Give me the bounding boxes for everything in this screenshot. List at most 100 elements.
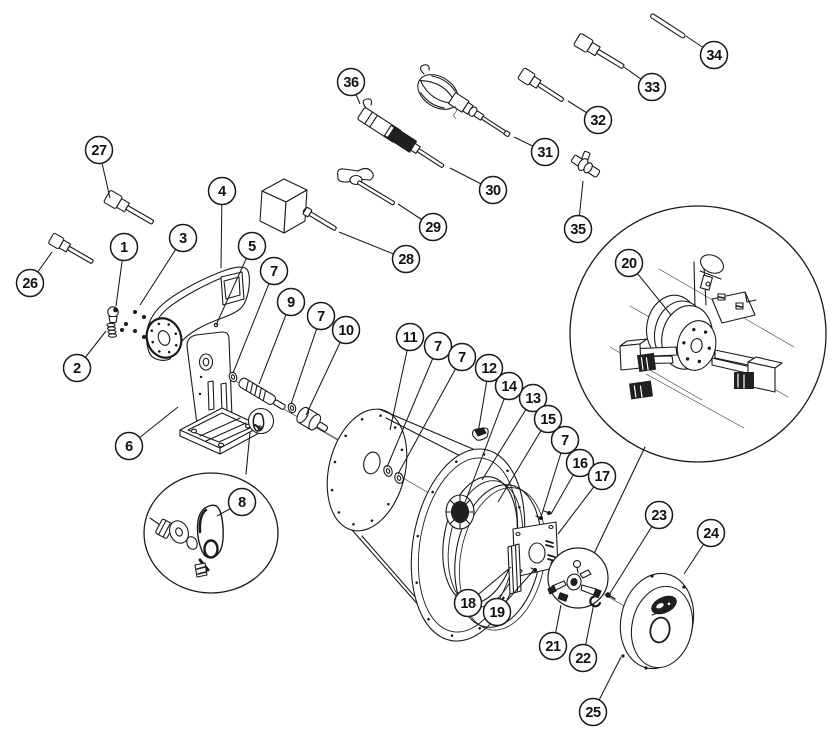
callout-circle-24 [696, 518, 726, 548]
callout-circle-13 [518, 383, 548, 413]
leader-line-23 [608, 514, 660, 596]
callout-30: 30 [478, 175, 508, 205]
callout-31: 31 [530, 137, 560, 167]
callout-circle-23 [644, 500, 674, 530]
callout-10: 10 [331, 315, 361, 345]
callout-number-5: 5 [248, 239, 256, 255]
callout-circle-5 [237, 231, 267, 261]
fitting-32 [517, 67, 564, 102]
callout-circle-2 [62, 353, 92, 383]
callout-circle-16 [565, 448, 595, 478]
callout-circle-15 [533, 404, 563, 434]
callout-number-25: 25 [585, 705, 601, 721]
callout-circle-8 [227, 487, 257, 517]
callout-23: 23 [644, 500, 674, 530]
callout-32: 32 [583, 105, 613, 135]
callout-number-33: 33 [644, 80, 660, 96]
washer [287, 402, 297, 414]
callout-number-11: 11 [403, 330, 418, 346]
callout-number-26: 26 [22, 276, 38, 292]
callout-circle-27 [84, 135, 114, 165]
callout-circle-7 [259, 256, 289, 286]
callout-25: 25 [578, 697, 608, 727]
callout-number-3: 3 [179, 231, 187, 247]
callout-36: 36 [336, 67, 366, 97]
washer [394, 472, 404, 484]
callout-number-2: 2 [73, 361, 81, 377]
callout-4: 4 [207, 176, 237, 206]
tube-assembly [357, 98, 445, 168]
callout-number-4: 4 [218, 184, 226, 200]
callout-circle-3 [168, 223, 198, 253]
washer [383, 465, 393, 477]
callout-circle-30 [478, 175, 508, 205]
rod-34 [650, 13, 686, 39]
callout-number-20: 20 [621, 256, 637, 272]
channel-bar [507, 543, 522, 595]
callout-number-32: 32 [590, 113, 606, 129]
callout-circle-31 [530, 137, 560, 167]
callout-number-36: 36 [343, 75, 359, 91]
spring-shaft [238, 377, 286, 410]
leader-line-7 [290, 315, 322, 405]
callout-circle-7 [306, 301, 336, 331]
callout-7: 7 [306, 301, 336, 331]
detail-link-line-8 [245, 431, 251, 475]
callout-circle-25 [578, 697, 608, 727]
callout-number-9: 9 [287, 295, 295, 311]
washer [228, 371, 238, 383]
detail-view-pawl [143, 472, 279, 594]
callout-33: 33 [637, 72, 667, 102]
spring-motor-hub [445, 494, 475, 530]
callout-circle-36 [336, 67, 366, 97]
leader-line-13 [481, 397, 534, 481]
callout-8: 8 [227, 487, 257, 517]
callout-2: 2 [62, 353, 92, 383]
callout-14: 14 [494, 371, 524, 401]
callout-circle-26 [15, 268, 45, 298]
callout-1: 1 [109, 232, 139, 262]
c-clip [589, 595, 602, 608]
callout-circle-34 [699, 40, 729, 70]
callout-number-19: 19 [489, 605, 505, 621]
callout-circle-28 [391, 244, 421, 274]
callout-3: 3 [168, 223, 198, 253]
callout-circle-11 [395, 322, 425, 352]
callout-circle-12 [474, 353, 504, 383]
callout-number-27: 27 [91, 143, 107, 159]
callout-circle-7 [423, 331, 453, 361]
callout-number-7: 7 [317, 309, 325, 325]
callout-circle-10 [331, 315, 361, 345]
callout-circle-22 [568, 643, 598, 673]
callout-circle-35 [563, 214, 593, 244]
callout-number-7: 7 [561, 433, 569, 449]
callout-circle-1 [109, 232, 139, 262]
callout-number-17: 17 [594, 469, 610, 485]
callout-22: 22 [568, 643, 598, 673]
stud-bolts [530, 510, 551, 572]
leader-line-11 [389, 336, 411, 431]
callout-circle-19 [482, 597, 512, 627]
fitting-26 [48, 232, 94, 264]
ratchet-detail-circle [547, 547, 609, 609]
callout-7: 7 [423, 331, 453, 361]
callout-number-10: 10 [338, 323, 354, 339]
callout-circle-17 [587, 461, 617, 491]
callout-26: 26 [15, 268, 45, 298]
cable-clamp [471, 427, 489, 441]
fitting-27 [103, 190, 155, 225]
callout-number-8: 8 [238, 495, 246, 511]
callout-number-31: 31 [537, 145, 553, 161]
callout-number-23: 23 [651, 508, 667, 524]
callout-6: 6 [114, 431, 144, 461]
callout-number-13: 13 [525, 391, 541, 407]
callout-18: 18 [453, 588, 483, 618]
hub-spacer [296, 406, 329, 432]
callout-5: 5 [237, 231, 267, 261]
arm-flange [145, 317, 183, 359]
leader-line-7 [386, 345, 439, 468]
callout-circle-9 [276, 287, 306, 317]
leader-line-7 [232, 270, 275, 374]
